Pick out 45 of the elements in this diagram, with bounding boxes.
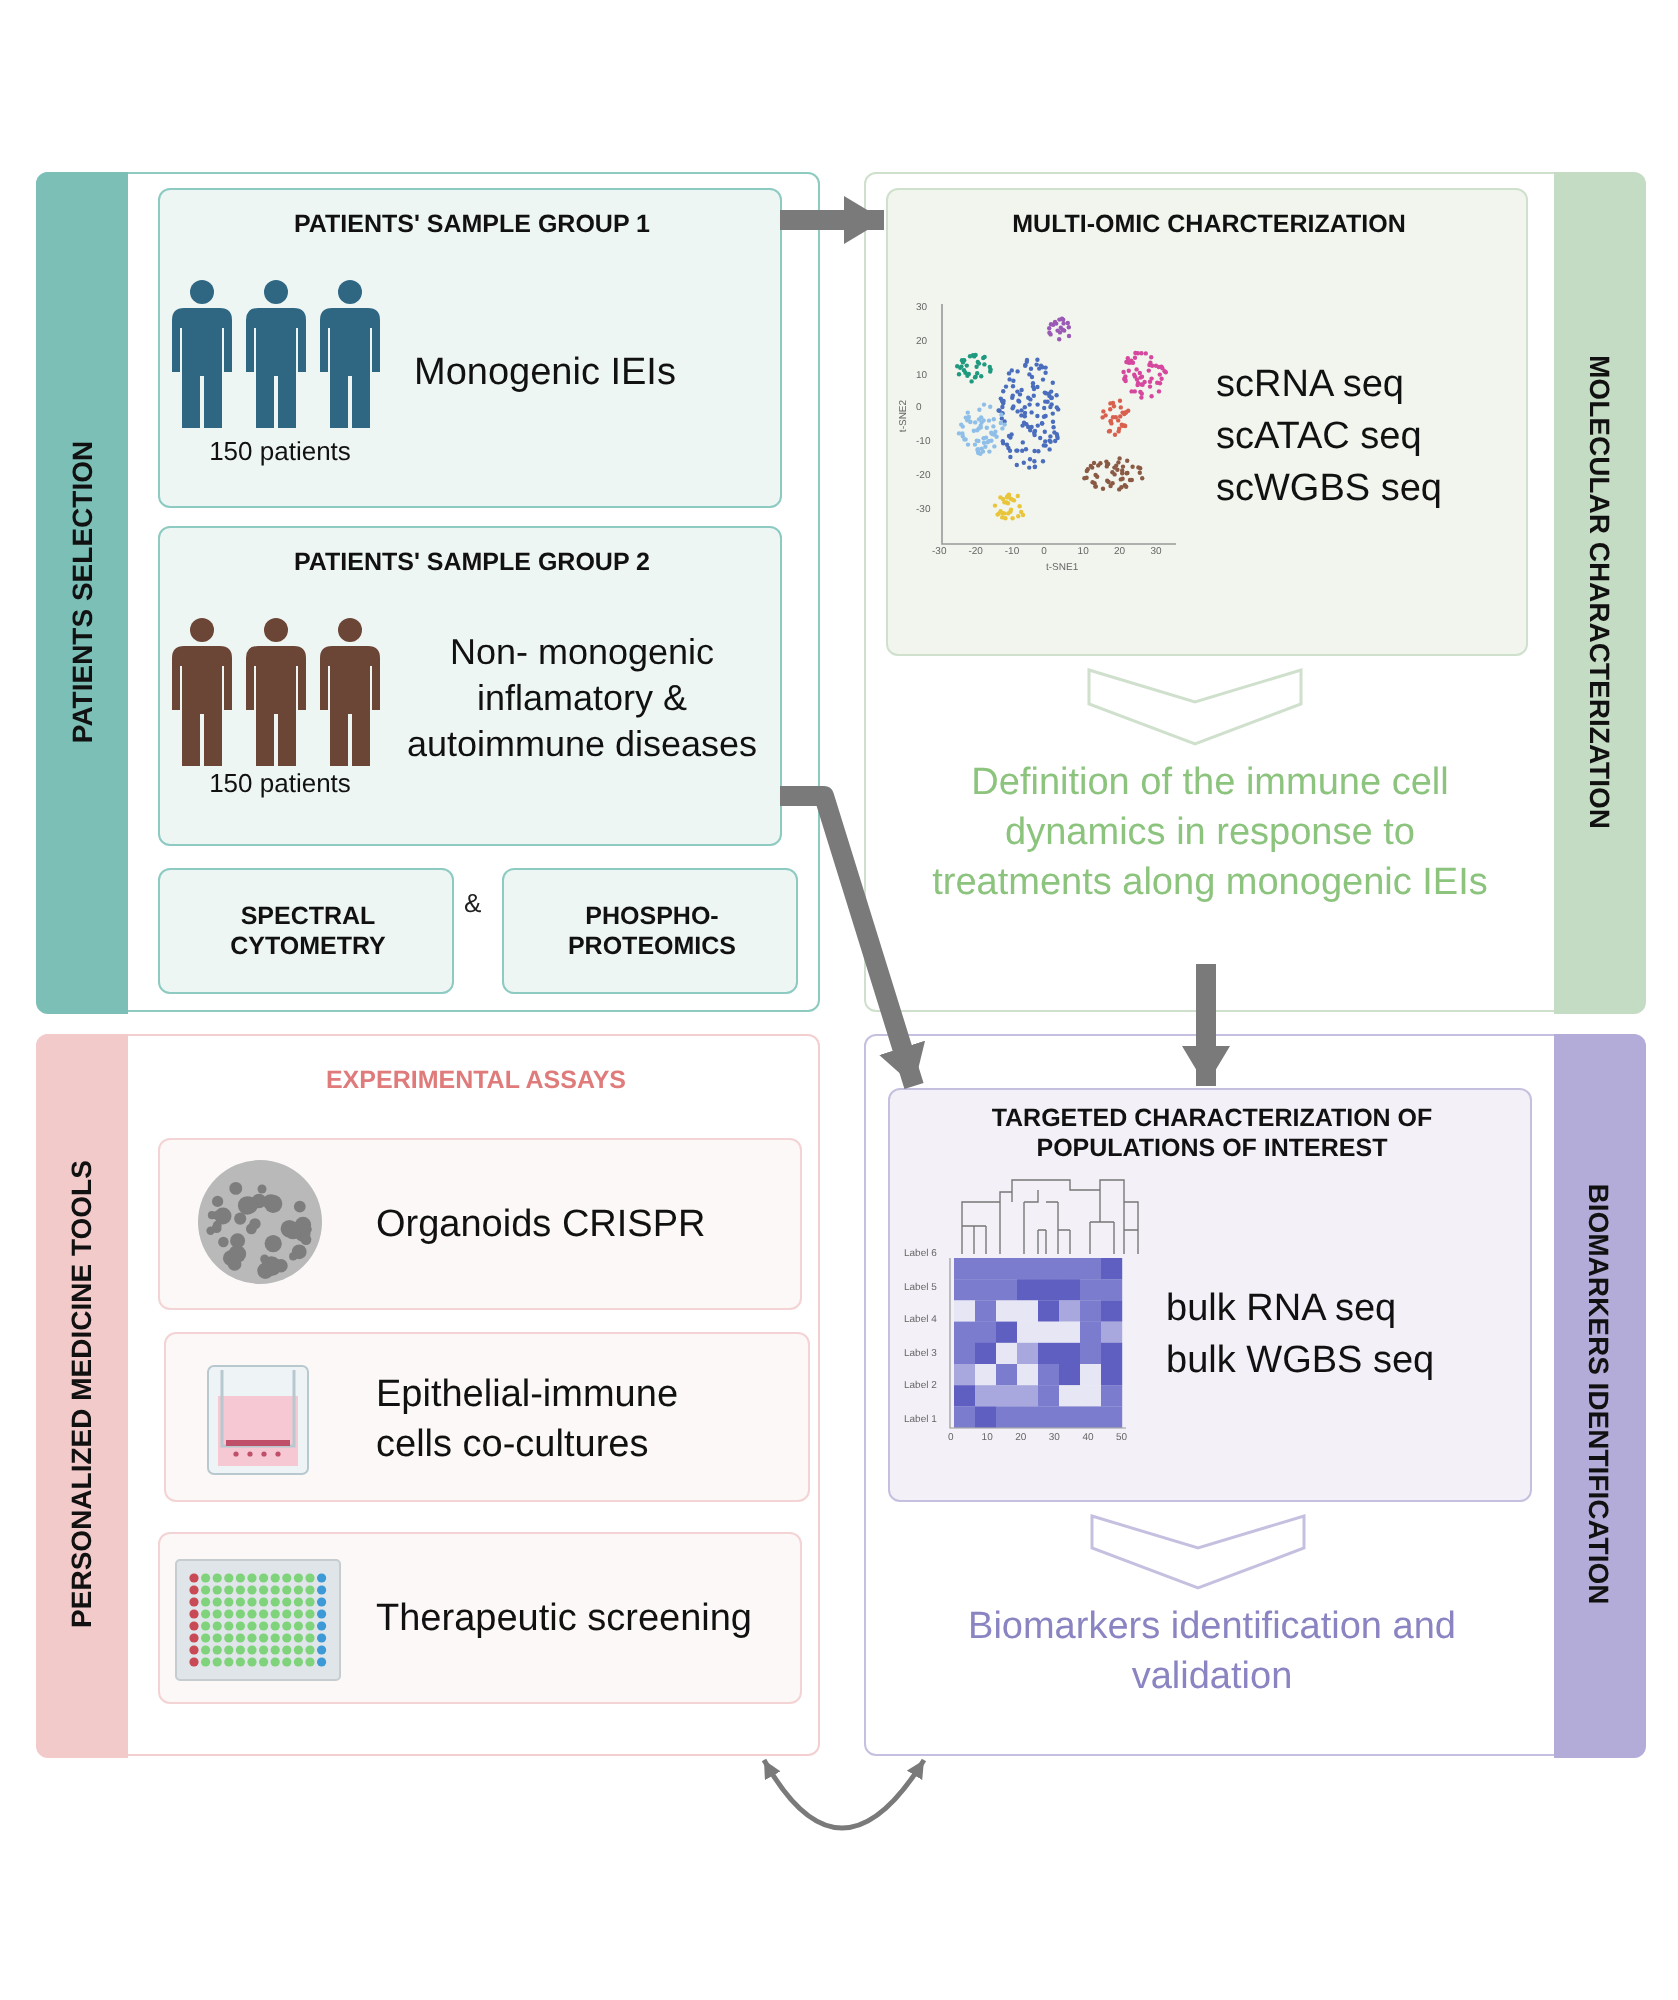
body-text: Organoids CRISPR [376, 1202, 708, 1250]
arrow [780, 786, 926, 1089]
section-subheading: EXPERIMENTAL ASSAYS [323, 1066, 629, 1094]
arrow [1182, 964, 1230, 1086]
box-heading: MULTI-OMIC CHARCTERIZATION [1010, 210, 1408, 240]
assay-card [158, 1532, 802, 1704]
assay-card [164, 1332, 810, 1502]
box-heading: SPECTRAL CYTOMETRY [228, 902, 388, 962]
section-title: BIOMARKERS IDENTIFICATION [1581, 1181, 1617, 1609]
method-box [502, 868, 798, 994]
group-card [158, 188, 782, 508]
arrow [780, 196, 884, 244]
group-card [158, 526, 782, 846]
body-text: scWGBS seq [1216, 466, 1444, 514]
section-title: PATIENTS SELECTION [63, 437, 99, 747]
body-text: Therapeutic screening [376, 1596, 754, 1644]
section-panel [864, 172, 1644, 1012]
body-text: Non- monogenic inflamatory & autoimmune diseases [404, 630, 760, 768]
ampersand-text: & [464, 888, 482, 920]
body-text: scRNA seq [1216, 362, 1406, 410]
section-title: PERSONALIZED MEDICINE TOOLS [63, 1158, 99, 1632]
chevron-arrow [1090, 1514, 1306, 1590]
conclusion-text: Definition of the immune cell dynamics in response to treatments along monogenic IEIs [930, 760, 1490, 908]
section-title: MOLECULAR CHARACTERIZATION [1581, 352, 1617, 832]
method-box [158, 868, 454, 994]
assay-card [158, 1138, 802, 1310]
method-card [888, 1088, 1532, 1502]
section-panel [36, 1034, 820, 1756]
body-text: bulk RNA seq [1166, 1286, 1399, 1334]
section-panel [864, 1034, 1644, 1756]
patient-count: 150 patients [207, 768, 353, 800]
body-text: bulk WGBS seq [1166, 1338, 1437, 1386]
arrow [761, 1758, 927, 1831]
box-heading: PHOSPHO- PROTEOMICS [565, 902, 739, 962]
box-heading: PATIENTS' SAMPLE GROUP 2 [292, 548, 652, 578]
section-panel [36, 172, 820, 1012]
body-text: Monogenic IEIs [414, 350, 678, 398]
body-text: Epithelial-immune cells co-cultures [376, 1372, 681, 1470]
box-heading: TARGETED CHARACTERIZATION OF POPULATIONS OF INTEREST [989, 1104, 1435, 1164]
conclusion-text: Biomarkers identification and validation [966, 1604, 1458, 1702]
box-heading: PATIENTS' SAMPLE GROUP 1 [292, 210, 652, 240]
patient-count: 150 patients [207, 436, 353, 468]
chevron-arrow [1087, 668, 1303, 746]
method-card [886, 188, 1528, 656]
body-text: scATAC seq [1216, 414, 1424, 462]
